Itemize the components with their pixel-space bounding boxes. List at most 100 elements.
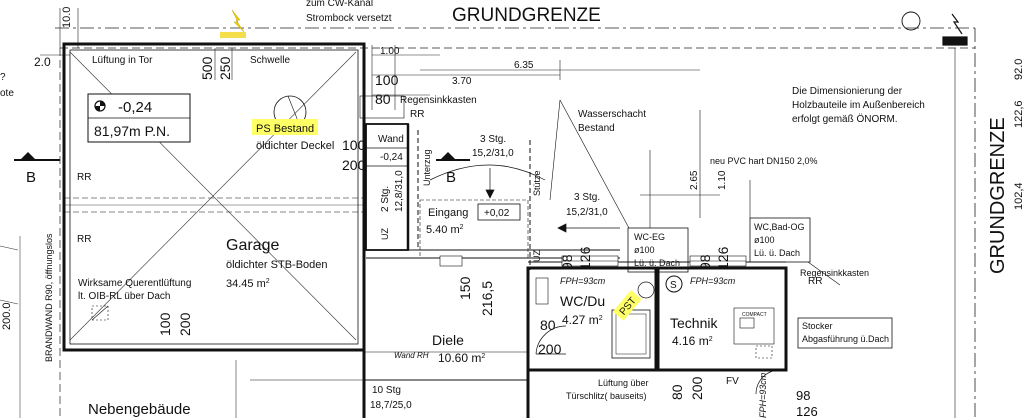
garage-area: 34.45 m2 bbox=[226, 278, 270, 290]
schwelle-label: Schwelle bbox=[250, 55, 290, 66]
window-strips bbox=[359, 95, 747, 267]
wand-level: -0,24 bbox=[380, 152, 403, 163]
svg-text:2.0: 2.0 bbox=[34, 55, 51, 69]
svg-text:100: 100 bbox=[157, 312, 173, 336]
lueftung-ueber-2: Türschlitz( bauseits) bbox=[566, 391, 647, 401]
svg-text:Lü. ü. Dach: Lü. ü. Dach bbox=[634, 258, 680, 268]
wasserschacht-bestand: Bestand bbox=[578, 123, 615, 134]
wand-label: Wand bbox=[378, 134, 404, 145]
svg-text:98: 98 bbox=[559, 254, 575, 270]
svg-text:3.70: 3.70 bbox=[452, 76, 472, 87]
property-lines bbox=[0, 27, 976, 418]
wasserschacht-label: Wasserschacht bbox=[578, 109, 646, 120]
svg-text:250: 250 bbox=[217, 56, 233, 80]
stg3b-dim: 15,2/31,0 bbox=[566, 207, 608, 218]
svg-text:ø100: ø100 bbox=[754, 235, 775, 245]
pst-marker: PST bbox=[612, 290, 642, 321]
svg-text:100: 100 bbox=[375, 72, 399, 88]
svg-text:80: 80 bbox=[540, 317, 556, 333]
svg-text:216,5: 216,5 bbox=[479, 281, 495, 316]
svg-text:200: 200 bbox=[538, 341, 562, 357]
level-pn: 81,97m P.N. bbox=[94, 123, 170, 139]
unterzug-label: Unterzug bbox=[422, 149, 432, 186]
nebengebaeude-label: Nebengebäude bbox=[88, 401, 191, 418]
note-line3: erfolgt gemäß ÖNORM. bbox=[792, 113, 898, 125]
vent-symbol bbox=[91, 305, 109, 321]
svg-text:1.00: 1.00 bbox=[380, 46, 400, 57]
diele-walls bbox=[362, 250, 700, 418]
svg-text:98: 98 bbox=[697, 254, 713, 270]
svg-text:98: 98 bbox=[796, 388, 810, 403]
svg-text:RR: RR bbox=[77, 234, 91, 245]
svg-text:UZ: UZ bbox=[380, 228, 390, 240]
svg-text:200: 200 bbox=[689, 376, 705, 400]
querentlueftung-line2: lt. OIB-RL über Dach bbox=[78, 291, 170, 302]
wc-du-area: 4.27 m2 bbox=[562, 313, 603, 327]
brandwand-label: BRANDWAND R90, öffnungslos bbox=[44, 233, 54, 362]
svg-text:150: 150 bbox=[457, 276, 473, 300]
svg-text:RR: RR bbox=[808, 276, 822, 287]
svg-text:102,4: 102,4 bbox=[1013, 182, 1024, 210]
diele-room-name: Diele bbox=[432, 332, 464, 348]
svg-text:ø100: ø100 bbox=[634, 245, 655, 255]
technik-room-name: Technik bbox=[670, 315, 718, 331]
svg-text:80: 80 bbox=[375, 91, 391, 107]
compact-unit bbox=[733, 307, 775, 359]
garage-room-name: Garage bbox=[226, 237, 279, 254]
wand-rh-label: Wand RH bbox=[394, 351, 429, 360]
svg-text:10.0: 10.0 bbox=[61, 7, 73, 28]
svg-text:UZ: UZ bbox=[532, 250, 542, 262]
svg-text:B: B bbox=[446, 169, 456, 186]
regensinkkasten-top: Regensinkkasten bbox=[400, 95, 477, 106]
stg2-label: 2 Stg. bbox=[380, 186, 391, 212]
level-value: -0,24 bbox=[118, 99, 152, 116]
ps-bestand-label: PS Bestand bbox=[256, 123, 314, 135]
svg-text:126: 126 bbox=[796, 404, 818, 418]
svg-text:100: 100 bbox=[342, 137, 366, 153]
svg-text:FPH=93cm: FPH=93cm bbox=[690, 276, 736, 286]
strombock-label: Strombock versetzt bbox=[306, 13, 392, 24]
stg10-dim: 18,7/25,0 bbox=[370, 400, 412, 411]
technik-area: 4.16 m2 bbox=[672, 334, 713, 348]
oeldichter-deckel-label: öldichter Deckel bbox=[256, 140, 334, 152]
stuetze-label: Stütze bbox=[532, 170, 542, 196]
eingang-area: 5.40 m2 bbox=[426, 224, 464, 236]
stg2-dim: 12,8/31,0 bbox=[394, 170, 405, 212]
svg-text:?: ? bbox=[0, 72, 6, 83]
eingang-level: +0,02 bbox=[484, 208, 510, 219]
neu-pvc-label: neu PVC hart DN150 2,0% bbox=[710, 156, 818, 166]
ps-bestand: PS Bestand öldichter Deckel bbox=[252, 95, 334, 152]
svg-text:92.0: 92.0 bbox=[1013, 59, 1024, 80]
svg-text:500: 500 bbox=[199, 56, 215, 80]
stg3b-label: 3 Stg. bbox=[574, 192, 600, 203]
svg-text:RR: RR bbox=[410, 109, 424, 120]
svg-text:200: 200 bbox=[342, 157, 366, 173]
svg-text:WC,Bad-OG: WC,Bad-OG bbox=[754, 222, 805, 232]
garage-floor-type: öldichter STB-Boden bbox=[226, 259, 328, 271]
svg-text:6.35: 6.35 bbox=[514, 60, 534, 71]
svg-text:ote: ote bbox=[0, 88, 14, 99]
garage-walls bbox=[62, 42, 366, 352]
lueftung-tor-label: Lüftung in Tor bbox=[92, 55, 153, 66]
zum-cw-kanal-label: zum CW-Kanal bbox=[306, 0, 373, 9]
querentlueftung-line1: Wirksame Querentlüftung bbox=[78, 278, 191, 289]
stocker-line1: Stocker bbox=[802, 321, 833, 331]
section-b-left: B bbox=[14, 152, 60, 186]
svg-text:WC-EG: WC-EG bbox=[634, 232, 665, 242]
wc-du-room-name: WC/Du bbox=[560, 293, 605, 309]
svg-text:B: B bbox=[26, 169, 36, 186]
eingang-label: Eingang bbox=[428, 207, 468, 219]
door-arcs bbox=[535, 325, 781, 395]
svg-text:FPH=93cm: FPH=93cm bbox=[758, 372, 768, 418]
grundgrenze-top: GRUNDGRENZE bbox=[452, 5, 601, 26]
stocker-line2: Abgasführung ü.Dach bbox=[802, 334, 889, 344]
lower-hatch bbox=[235, 360, 364, 418]
stair-arrows bbox=[429, 164, 620, 233]
regensinkkasten-right: Regensinkkasten bbox=[800, 268, 869, 278]
stg3a-label: 3 Stg. bbox=[480, 134, 506, 145]
note-line2: Holzbauteile im Außenbereich bbox=[792, 100, 925, 111]
top-dimension-lines bbox=[40, 8, 700, 110]
svg-text:200.0: 200.0 bbox=[1, 302, 13, 330]
entry-walls bbox=[365, 123, 620, 270]
